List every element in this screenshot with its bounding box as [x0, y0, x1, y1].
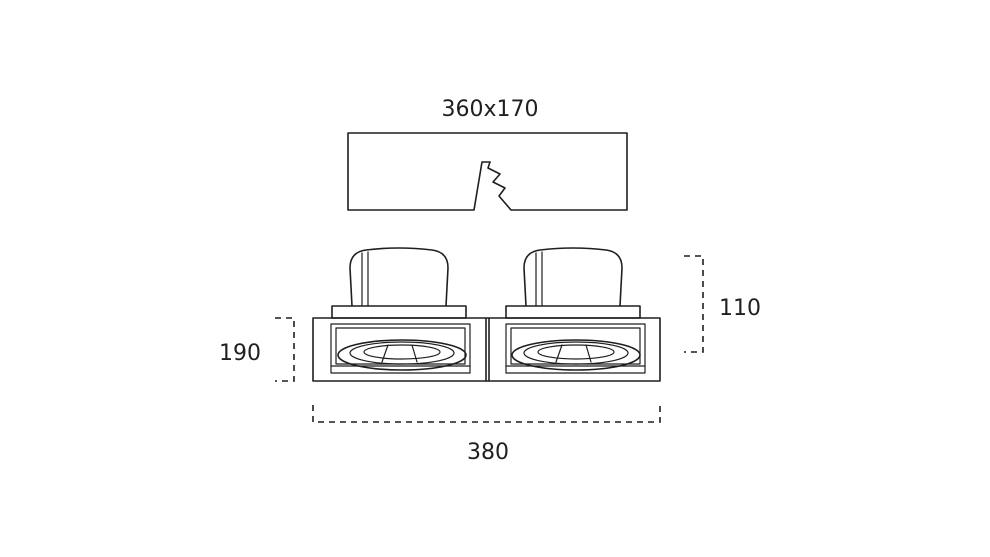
depth-dimension: 110 [684, 255, 761, 353]
width-dimension: 380 [312, 405, 661, 465]
width-dimension-bracket [312, 405, 661, 423]
bezel-right-outer [505, 323, 646, 374]
height-dimension-bracket [275, 317, 295, 382]
depth-dimension-label: 110 [719, 296, 761, 321]
cutout-size-label: 360x170 [441, 97, 538, 122]
reflector-ring-right [523, 341, 629, 365]
reflector-ring-left [349, 341, 455, 365]
height-dimension: 190 [219, 317, 295, 382]
lens-right-stroke-b [585, 344, 592, 363]
bezel-left-outer [330, 323, 471, 374]
ceiling-cutout-outline [347, 132, 628, 211]
optic-cell-left [330, 323, 471, 374]
lens-left-stroke-a [381, 344, 389, 363]
trim-frame [312, 317, 661, 382]
lamp-housing-right [523, 247, 623, 307]
lens-left-stroke-b [411, 344, 418, 363]
optic-cell-right [505, 323, 646, 374]
downlight-fixture-side-view [312, 247, 661, 382]
depth-dimension-bracket [684, 255, 704, 353]
lens-right [537, 344, 615, 360]
width-dimension-label: 380 [467, 440, 509, 465]
lens-right-stroke-a [555, 344, 563, 363]
lamp-housing-left [349, 247, 449, 307]
reflector-rim-right [511, 339, 641, 371]
mounting-plate-left [331, 305, 467, 319]
reflector-rim-left [337, 339, 467, 371]
lamp-module-right [505, 247, 641, 319]
lens-left [363, 344, 441, 360]
lamp-module-left [331, 247, 467, 319]
mounting-plate-right [505, 305, 641, 319]
height-dimension-label: 190 [219, 341, 261, 366]
